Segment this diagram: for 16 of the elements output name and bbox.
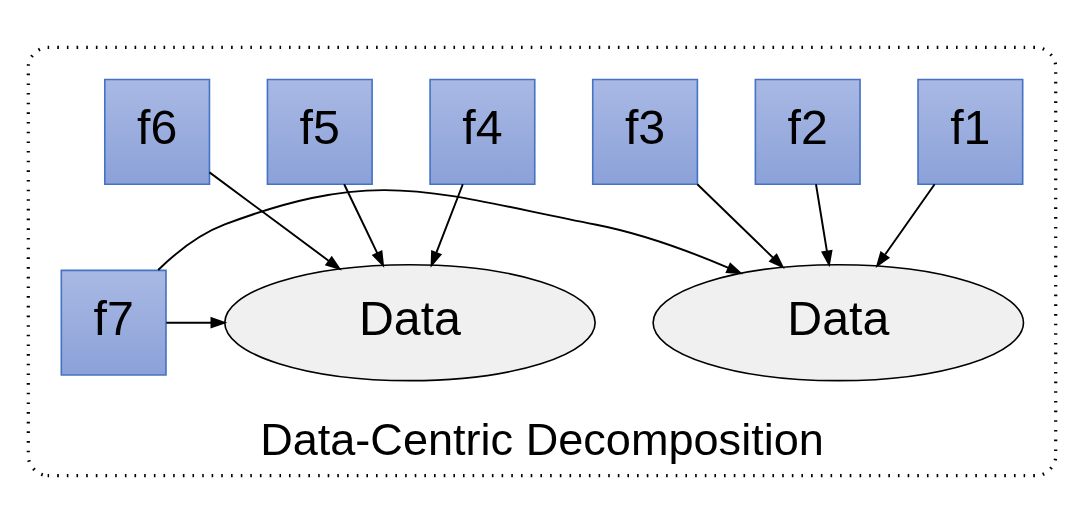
node-box: f5 <box>266 78 373 185</box>
arrow <box>696 182 785 269</box>
node-box: f4 <box>429 78 536 185</box>
arrow <box>815 182 833 267</box>
arrow <box>343 182 385 268</box>
arrow <box>430 182 464 268</box>
node-ellipse: Data <box>223 263 596 381</box>
node-box: f2 <box>754 78 861 185</box>
node-box: f7 <box>60 269 167 376</box>
node-box: f1 <box>917 78 1024 185</box>
node-box: f6 <box>104 78 211 185</box>
arrow <box>208 170 342 270</box>
node-box: f3 <box>591 78 699 185</box>
arrow <box>157 188 744 274</box>
arrow <box>165 316 228 329</box>
arrow <box>875 182 936 268</box>
